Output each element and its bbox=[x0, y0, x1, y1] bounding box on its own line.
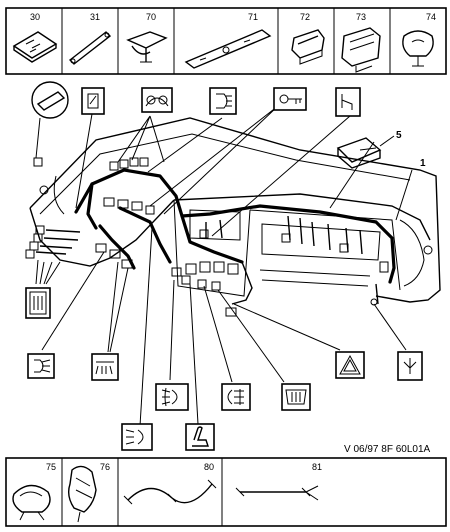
part-74: 74 bbox=[402, 12, 436, 67]
svg-text:31: 31 bbox=[90, 12, 100, 22]
part-80: 80 bbox=[123, 462, 217, 505]
svg-text:81: 81 bbox=[312, 462, 322, 472]
part-81: 81 bbox=[235, 462, 322, 501]
part-76: 76 bbox=[67, 462, 110, 523]
svg-text:73: 73 bbox=[356, 12, 366, 22]
connector-blocks bbox=[39, 157, 433, 317]
dashboard-lamp-icon bbox=[81, 87, 105, 115]
part-72: 72 bbox=[291, 12, 325, 65]
horn-icon bbox=[335, 87, 361, 117]
svg-text:80: 80 bbox=[204, 462, 214, 472]
front-fog-icon bbox=[155, 383, 189, 411]
callout-one: 1 bbox=[420, 158, 426, 169]
fuse-block-icon bbox=[25, 287, 51, 319]
gauge-cluster-icon bbox=[141, 87, 173, 113]
svg-text:75: 75 bbox=[46, 462, 56, 472]
main-harness bbox=[74, 168, 396, 305]
interior-light-icon bbox=[91, 353, 119, 381]
svg-text:70: 70 bbox=[146, 12, 156, 22]
svg-text:72: 72 bbox=[300, 12, 310, 22]
part-73: 73 bbox=[341, 12, 381, 73]
reference-code: V 06/97 8F 60L01A bbox=[344, 444, 431, 455]
svg-text:74: 74 bbox=[426, 12, 436, 22]
part-5-connector: 5 bbox=[336, 130, 402, 169]
left-branch-connectors bbox=[25, 225, 133, 269]
svg-text:71: 71 bbox=[248, 12, 258, 22]
rear-fog-icon bbox=[221, 383, 251, 411]
part-30: 30 bbox=[12, 12, 58, 63]
seat-icon bbox=[185, 423, 215, 451]
part-70: 70 bbox=[126, 12, 168, 63]
callout-lines bbox=[35, 105, 413, 427]
part-31: 31 bbox=[68, 12, 112, 65]
svg-text:76: 76 bbox=[100, 462, 110, 472]
ignition-key-icon bbox=[273, 87, 307, 111]
fuse-box-magnifier bbox=[31, 81, 69, 167]
bottom-parts-row: 75 76 80 81 bbox=[5, 457, 447, 527]
headlamp-main-beam-icon bbox=[209, 87, 237, 115]
dashboard-outline bbox=[29, 117, 441, 303]
hazard-warning-icon bbox=[335, 351, 365, 379]
part-71: 71 bbox=[184, 12, 272, 69]
aerial-icon bbox=[397, 351, 423, 381]
svg-text:30: 30 bbox=[30, 12, 40, 22]
icons bbox=[25, 87, 423, 451]
heated-rear-screen-icon bbox=[281, 383, 311, 411]
part-75: 75 bbox=[12, 462, 56, 521]
top-parts-row: 30 31 70 71 72 73 bbox=[5, 7, 447, 75]
svg-text:5: 5 bbox=[396, 130, 402, 141]
dipped-beam-icon bbox=[27, 353, 55, 379]
headlamp-level-icon bbox=[121, 423, 153, 451]
